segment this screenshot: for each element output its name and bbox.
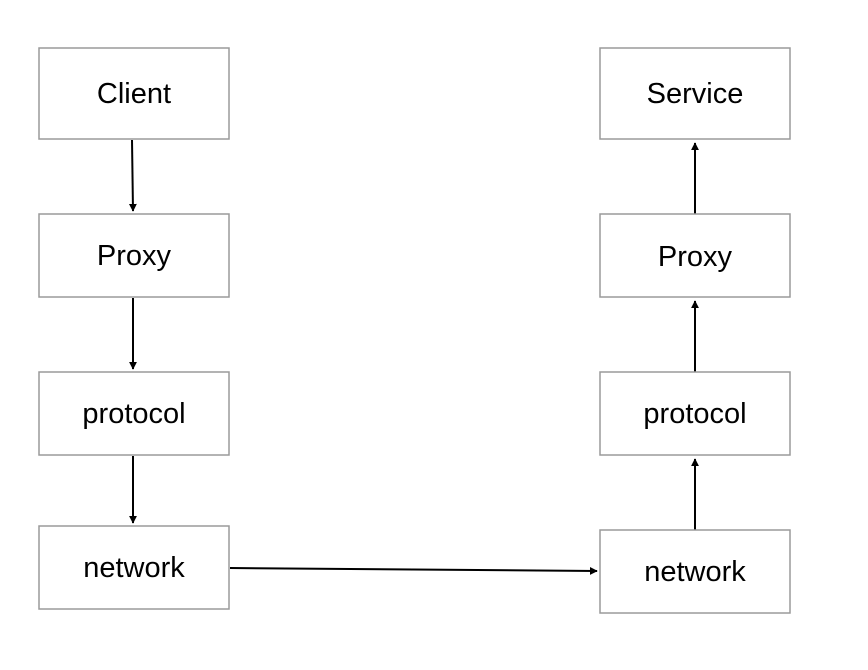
node-label: Proxy [658, 241, 733, 273]
edge-client-to-proxy-left [128, 139, 137, 212]
node-network-left: network [38, 525, 230, 610]
node-box [38, 47, 230, 140]
node-box [599, 371, 791, 456]
node-box [38, 371, 230, 456]
node-network-right: network [599, 529, 791, 614]
node-box [599, 213, 791, 298]
node-box [599, 529, 791, 614]
node-box [38, 525, 230, 610]
node-label: protocol [82, 398, 185, 430]
node-label: Service [647, 78, 744, 110]
node-proxy-left: Proxy [38, 213, 230, 298]
node-label: Proxy [97, 240, 172, 272]
node-box [599, 47, 791, 140]
node-protocol-right: protocol [599, 371, 791, 456]
node-label: protocol [643, 398, 746, 430]
node-box [38, 213, 230, 298]
node-service: Service [599, 47, 791, 140]
node-proxy-right: Proxy [599, 213, 791, 298]
node-label: Client [97, 78, 171, 110]
edges-group [128, 139, 699, 575]
node-client: Client [38, 47, 230, 140]
edge-network-left-to-network-right [229, 566, 598, 575]
node-label: network [83, 552, 185, 584]
node-label: network [644, 556, 746, 588]
node-protocol-left: protocol [38, 371, 230, 456]
